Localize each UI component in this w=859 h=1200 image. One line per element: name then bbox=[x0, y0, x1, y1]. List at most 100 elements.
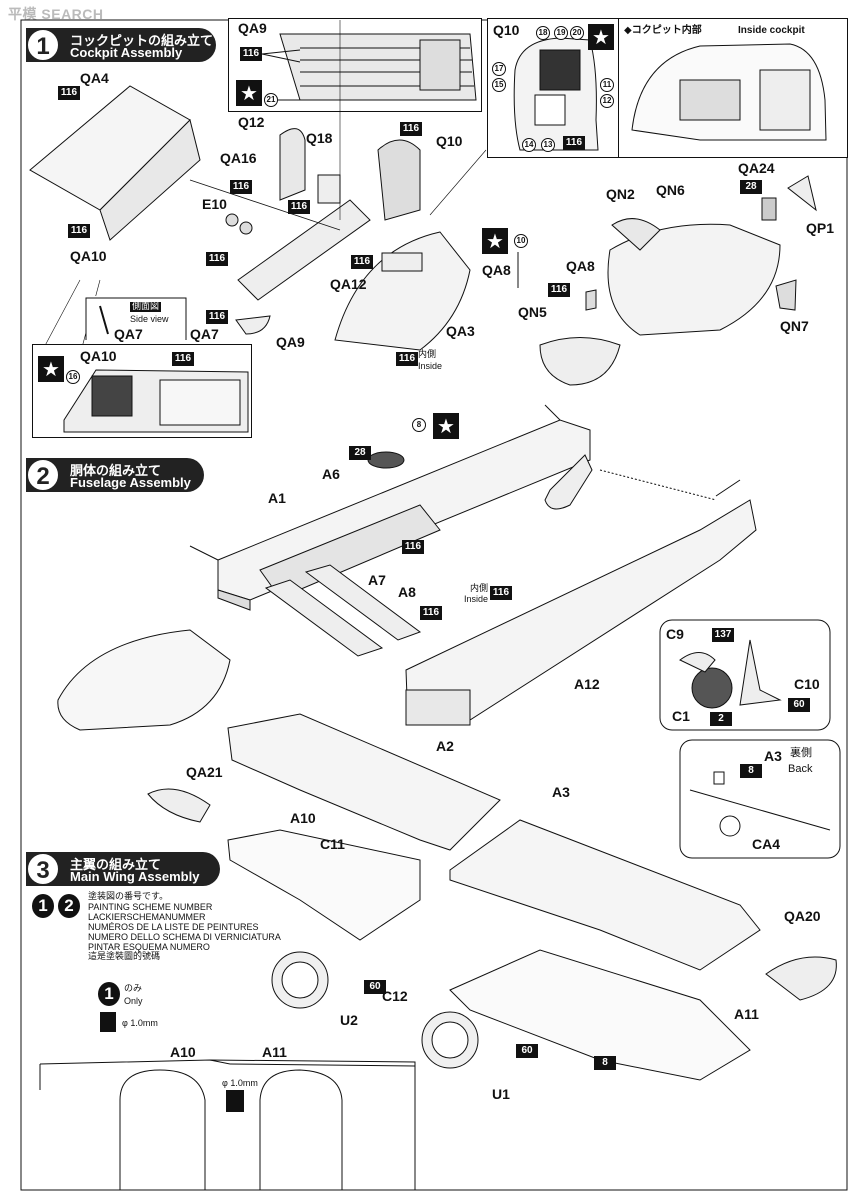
color-116-qa12: 116 bbox=[351, 255, 373, 269]
back-en: Back bbox=[788, 763, 813, 775]
label-qa24: QA24 bbox=[738, 160, 775, 176]
color-116-q12: 116 bbox=[288, 200, 310, 214]
color-116-a12: 116 bbox=[490, 586, 512, 600]
label-q18: Q18 bbox=[306, 130, 333, 146]
label-c10: C10 bbox=[794, 676, 820, 692]
side-view-en: Side view bbox=[130, 314, 169, 324]
scheme-1-only-icon: 1 bbox=[98, 982, 120, 1006]
legend-line: PINTAR ESQUEMA NUMERO bbox=[88, 942, 210, 952]
label-a8: A8 bbox=[398, 584, 416, 600]
color-137-c1: 137 bbox=[712, 628, 734, 642]
star-icon-qa9: ★ bbox=[236, 80, 262, 106]
label-a6: A6 bbox=[322, 466, 340, 482]
legend-line: NUMERO DELLO SCHEMA DI VERNICIATURA bbox=[88, 932, 281, 942]
label-qa9: QA9 bbox=[276, 334, 305, 350]
label-c9: C9 bbox=[666, 626, 684, 642]
color-60-c12: 60 bbox=[516, 1044, 538, 1058]
callout-20: 20 bbox=[570, 26, 584, 40]
label-a10-plan: A10 bbox=[170, 1044, 196, 1060]
inside-en-qa3: Inside bbox=[418, 361, 443, 371]
star-icon-a6: ★ bbox=[433, 413, 459, 439]
color-60-c11: 60 bbox=[364, 980, 386, 994]
side-view-jp: 側面図 bbox=[130, 302, 162, 312]
label-a10: A10 bbox=[290, 810, 316, 826]
star-icon-qa8: ★ bbox=[482, 228, 508, 254]
label-qa9-box: QA9 bbox=[238, 20, 267, 36]
color-116-e10: 116 bbox=[206, 252, 228, 266]
drill-icon bbox=[100, 1012, 116, 1032]
step-3-title-en: Main Wing Assembly bbox=[70, 869, 200, 884]
label-qa10-box: QA10 bbox=[80, 348, 117, 364]
callout-15: 15 bbox=[492, 78, 506, 92]
drill-size-2: φ 1.0mm bbox=[222, 1078, 258, 1088]
label-qp1: QP1 bbox=[806, 220, 835, 236]
color-116-q10: 116 bbox=[563, 136, 585, 150]
label-qa12: QA12 bbox=[330, 276, 367, 292]
star-icon-q10: ★ bbox=[588, 24, 614, 50]
back-jp: 裏側 bbox=[790, 746, 812, 759]
color-116-qa4: 116 bbox=[58, 86, 80, 100]
callout-21: 21 bbox=[264, 93, 278, 107]
color-28-qa24: 28 bbox=[740, 180, 762, 194]
label-qa21: QA21 bbox=[186, 764, 223, 780]
label-q10: Q10 bbox=[436, 133, 463, 149]
callout-17: 17 bbox=[492, 62, 506, 76]
color-116-qa16: 116 bbox=[230, 180, 252, 194]
callout-12: 12 bbox=[600, 94, 614, 108]
color-116-a1: 116 bbox=[402, 540, 424, 554]
drill-size-1: φ 1.0mm bbox=[122, 1018, 158, 1028]
label-qn7: QN7 bbox=[780, 318, 809, 334]
label-qa7: QA7 bbox=[190, 326, 219, 342]
label-q10-box: Q10 bbox=[493, 22, 520, 38]
color-8-ca4: 8 bbox=[740, 764, 762, 778]
callout-10: 10 bbox=[514, 234, 528, 248]
step-2-banner: 2 胴体の組み立て Fuselage Assembly bbox=[26, 458, 204, 492]
step-2-title-en: Fuselage Assembly bbox=[70, 475, 191, 490]
callout-14: 14 bbox=[522, 138, 536, 152]
inside-jp-qa3: 内側 bbox=[418, 350, 437, 360]
step-3-title-jp: 主翼の組み立て bbox=[70, 858, 162, 873]
label-qa20: QA20 bbox=[784, 908, 821, 924]
callout-8-a6: 8 bbox=[412, 418, 426, 432]
color-60-c10: 60 bbox=[788, 698, 810, 712]
color-8-a11: 8 bbox=[594, 1056, 616, 1070]
label-a3-back: A3 bbox=[764, 748, 782, 764]
color-116-qa10-box: 116 bbox=[172, 352, 194, 366]
label-qa4: QA4 bbox=[80, 70, 109, 86]
label-a12: A12 bbox=[574, 676, 600, 692]
color-2-c1: 2 bbox=[710, 712, 732, 726]
inside-en-a12: Inside bbox=[464, 594, 489, 604]
label-qn2: QN2 bbox=[606, 186, 635, 202]
label-qn6: QN6 bbox=[656, 182, 685, 198]
step-1-banner: 1 コックピットの組み立て Cockpit Assembly bbox=[26, 28, 216, 62]
legend-line: LACKIERSCHEMANUMMER bbox=[88, 912, 206, 922]
label-u2: U2 bbox=[340, 1012, 358, 1028]
label-a11: A11 bbox=[734, 1006, 759, 1022]
label-qn5: QN5 bbox=[518, 304, 547, 320]
label-qa10: QA10 bbox=[70, 248, 107, 264]
label-qa8-left: QA8 bbox=[482, 262, 511, 278]
drill-icon bbox=[226, 1090, 244, 1112]
callout-13: 13 bbox=[541, 138, 555, 152]
color-28-a6: 28 bbox=[349, 446, 371, 460]
site-watermark: 平模 SEARCH bbox=[8, 6, 104, 22]
scheme-2-icon: 2 bbox=[58, 894, 80, 918]
star-icon-qa10: ★ bbox=[38, 356, 64, 382]
label-a3: A3 bbox=[552, 784, 570, 800]
label-a2: A2 bbox=[436, 738, 454, 754]
legend-line: NUMÉROS DE LA LISTE DE PEINTURES bbox=[88, 922, 259, 932]
color-116-q10-main: 116 bbox=[400, 122, 422, 136]
callout-18: 18 bbox=[536, 26, 550, 40]
label-qa7-side: QA7 bbox=[114, 326, 143, 342]
label-a1: A1 bbox=[268, 490, 286, 506]
color-116-qa8: 116 bbox=[548, 283, 570, 297]
legend-line: 塗装図の番号です。 bbox=[88, 892, 169, 902]
color-116-qa7: 116 bbox=[206, 310, 228, 324]
callout-19: 19 bbox=[554, 26, 568, 40]
